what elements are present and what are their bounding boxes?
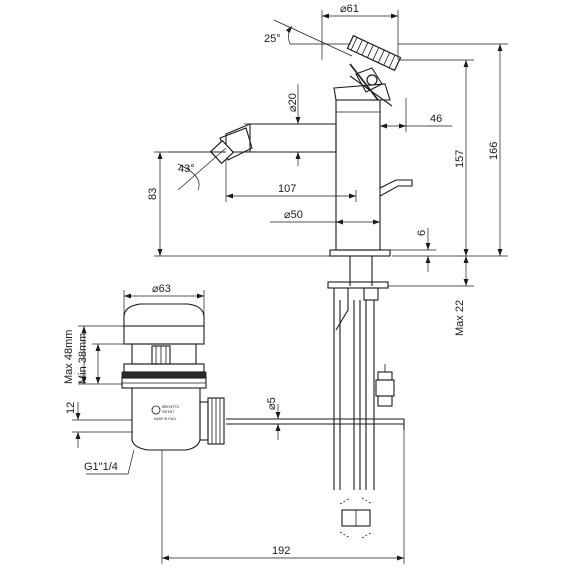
dim-length-192: 192 bbox=[272, 545, 290, 557]
dim-diameter-5: ⌀5 bbox=[266, 397, 278, 410]
dim-angle-43: 43° bbox=[178, 163, 195, 175]
dim-max-22: Max 22 bbox=[454, 300, 466, 336]
dim-min-38mm: Min 38mm bbox=[77, 333, 89, 384]
dim-length-46: 46 bbox=[430, 113, 442, 125]
handle-wheel bbox=[346, 34, 402, 107]
dim-length-6: 6 bbox=[416, 230, 428, 236]
dim-diameter-50: ⌀50 bbox=[284, 209, 303, 221]
dim-max-48mm: Max 48mm bbox=[63, 330, 75, 384]
dim-diameter-20: ⌀20 bbox=[287, 93, 299, 112]
spout bbox=[209, 123, 337, 165]
dimension-lines bbox=[72, 10, 508, 564]
dim-thread-g1-1-4: G1"1/4 bbox=[84, 461, 118, 473]
pop-up-waste bbox=[121, 303, 225, 451]
mixer-body bbox=[329, 83, 413, 257]
supply-assembly bbox=[226, 256, 405, 539]
dim-diameter-61: ⌀61 bbox=[340, 3, 359, 15]
dim-length-12: 12 bbox=[65, 402, 77, 414]
dim-length-157: 157 bbox=[454, 150, 466, 168]
dim-length-166: 166 bbox=[488, 142, 500, 160]
waste-marking-line-2: PATENT bbox=[162, 410, 174, 414]
dim-length-107: 107 bbox=[278, 183, 296, 195]
dim-angle-25: 25° bbox=[264, 33, 281, 45]
waste-marking-line-3: MADE IN ITALY bbox=[154, 417, 177, 421]
waste-marking-line-1: BREVETTO bbox=[162, 405, 180, 409]
dim-length-83: 83 bbox=[147, 188, 159, 200]
dim-diameter-63: ⌀63 bbox=[152, 283, 171, 295]
